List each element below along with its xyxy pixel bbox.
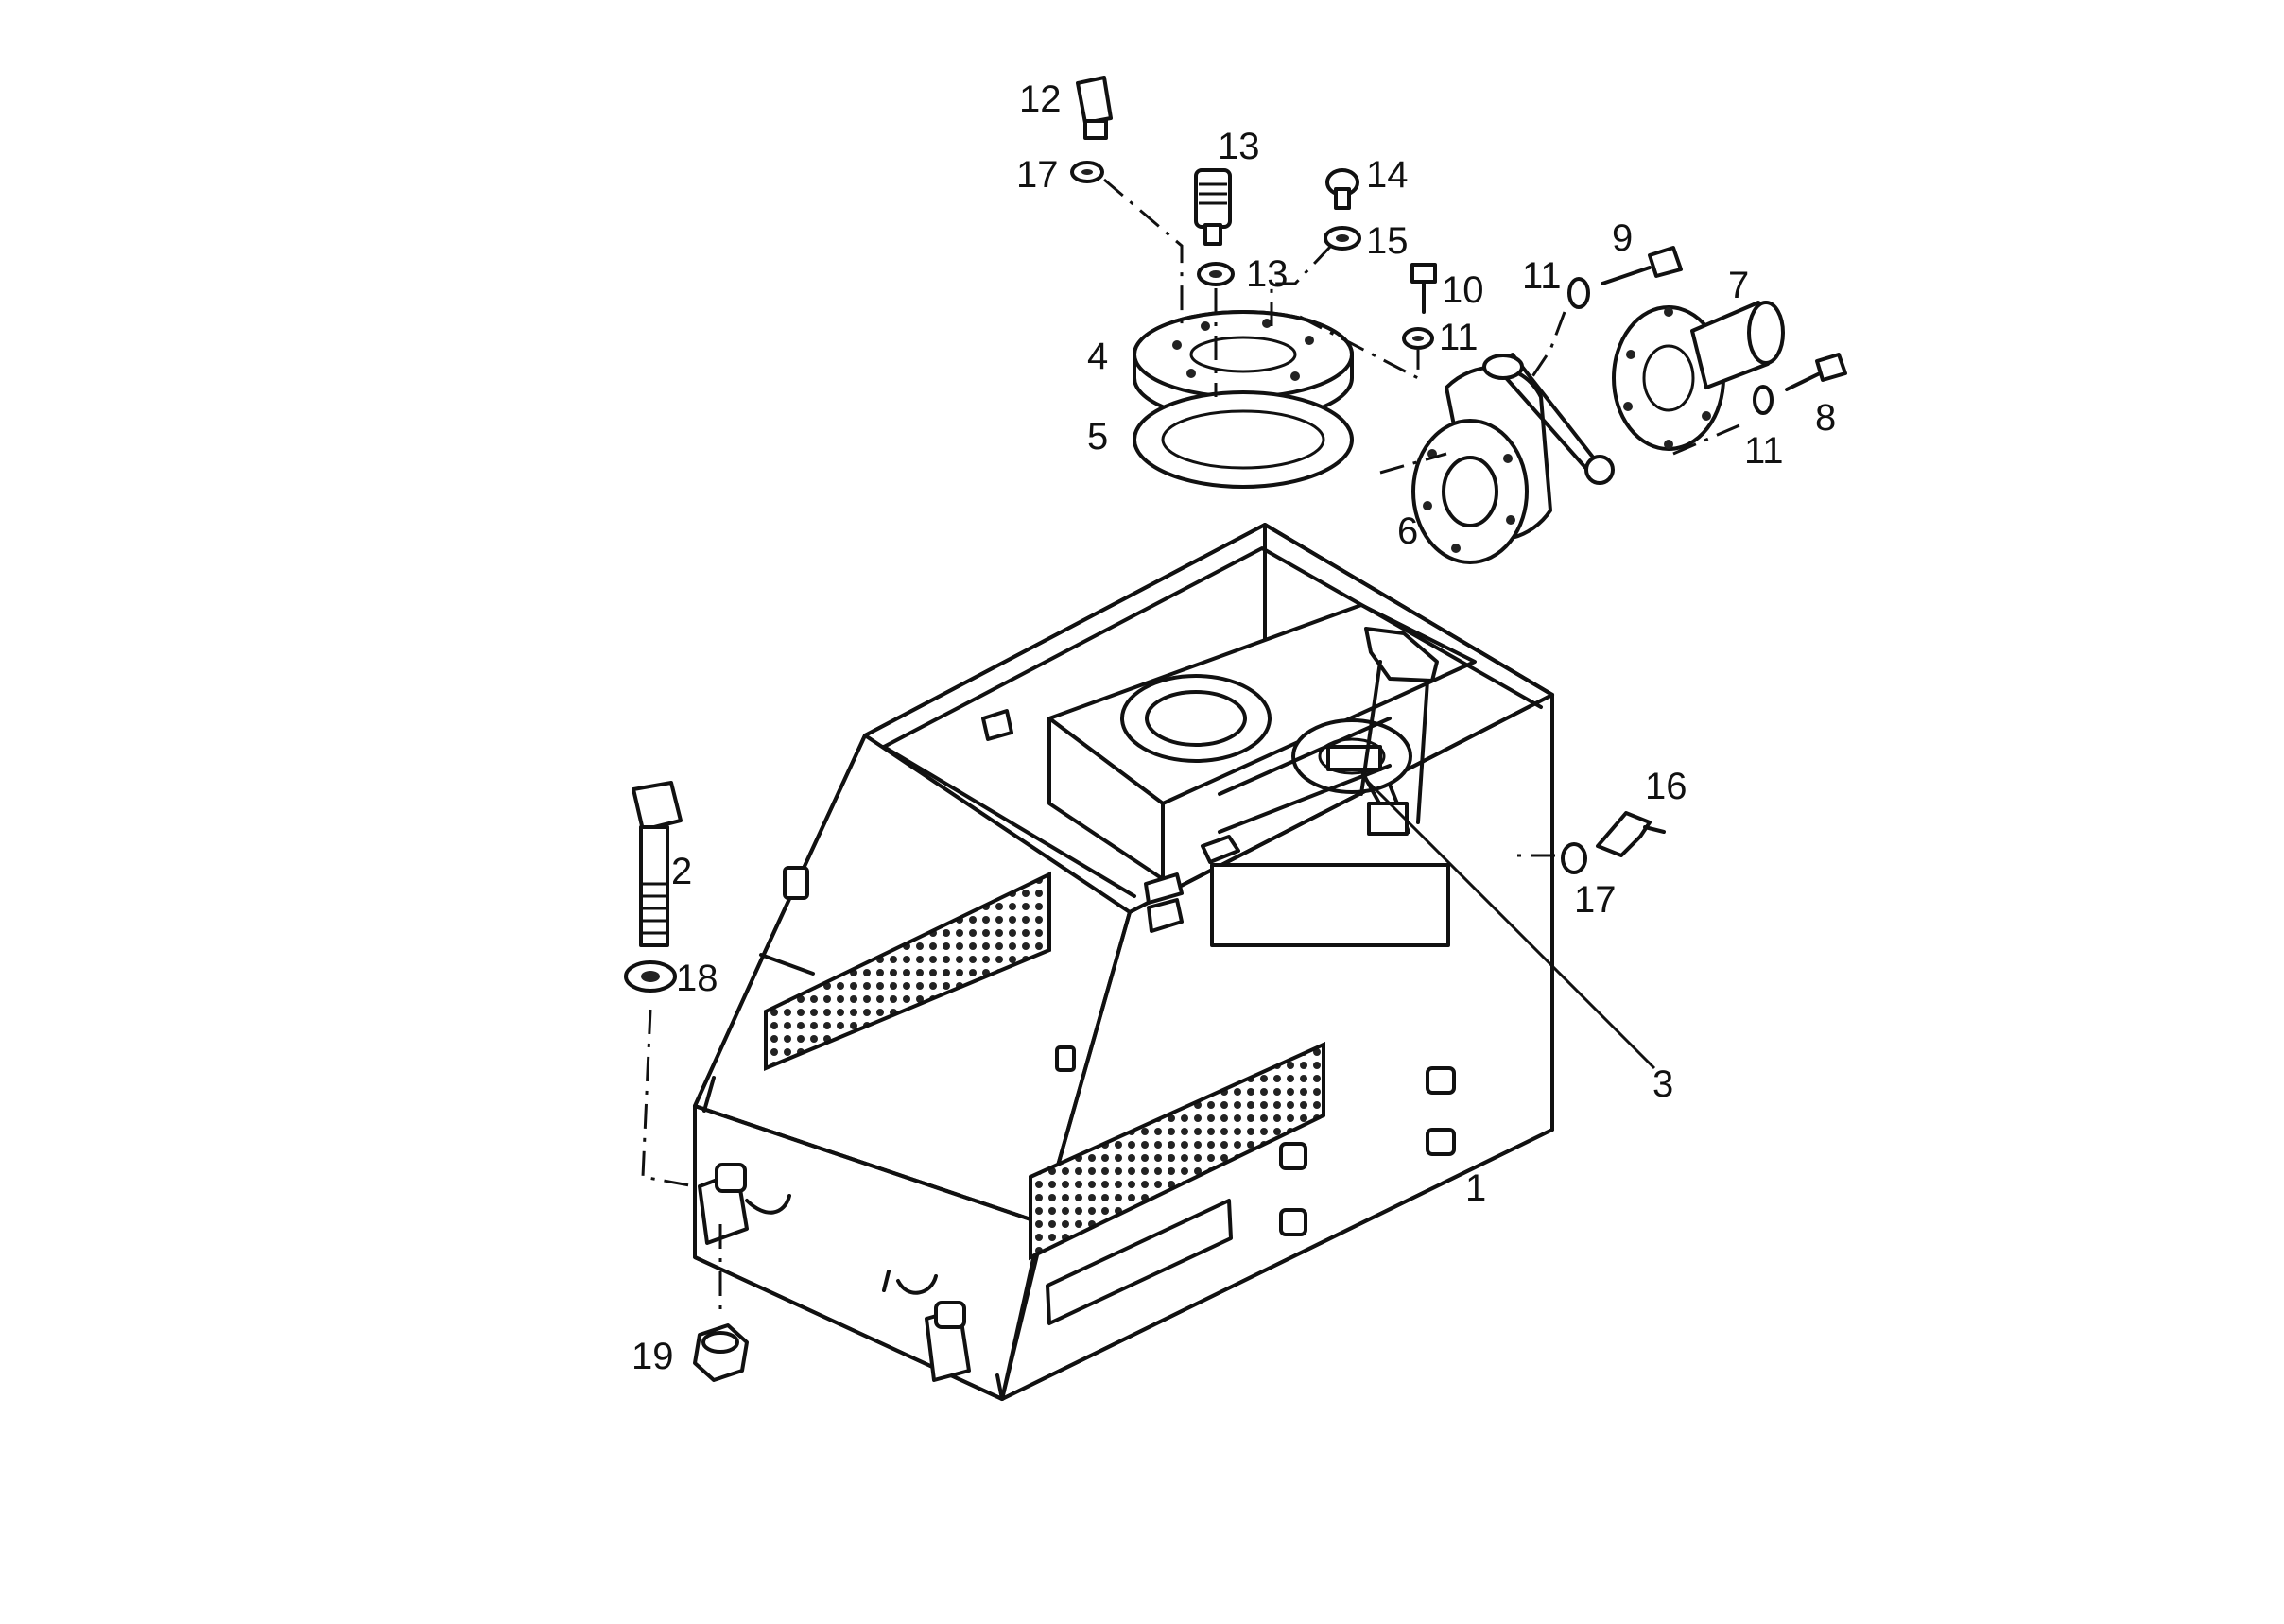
nut-19 [693,1323,749,1382]
flange-adapter-7 [1612,301,1785,451]
callout-7: 7 [1728,265,1749,306]
plug-14 [1325,168,1359,210]
callout-17-b: 17 [1574,879,1617,921]
callout-1: 1 [1465,1167,1486,1209]
callout-12: 12 [1019,78,1062,120]
callout-11-b: 11 [1522,255,1562,297]
bolt-8 [1785,353,1847,391]
callout-11-a: 11 [1439,317,1479,358]
washer-11-a [1402,327,1434,350]
callout-9: 9 [1612,217,1633,259]
washer-11-b [1567,277,1590,309]
callout-11-c: 11 [1744,430,1784,472]
washer-15 [1324,226,1361,251]
fitting-16 [1596,811,1666,857]
gasket-5 [1133,390,1354,489]
fitting-13 [1194,168,1232,246]
housing-frame [693,523,1554,1401]
washer-11-c [1753,385,1774,415]
callout-17-a: 17 [1016,154,1059,196]
bolt-10 [1410,263,1437,314]
bolt-2 [632,781,683,947]
callout-18: 18 [676,958,718,999]
callout-2: 2 [671,851,692,892]
callout-3: 3 [1652,1063,1673,1105]
callout-19: 19 [632,1336,674,1377]
leader-lines [641,178,1740,1314]
callout-13-a: 13 [1218,126,1260,167]
washer-17-top [1070,161,1104,183]
callout-10: 10 [1442,269,1484,311]
callout-16: 16 [1645,766,1687,807]
callout-4: 4 [1087,336,1108,377]
callout-13-b: 13 [1246,253,1289,295]
bolt-9 [1601,246,1683,285]
callout-8: 8 [1815,397,1836,439]
callout-15: 15 [1366,220,1409,262]
washer-13 [1197,262,1235,286]
washer-18 [624,960,677,993]
callout-labels: 1 2 3 4 5 6 7 8 9 10 11 11 11 12 13 13 1… [632,78,1836,1377]
washer-17-side [1561,842,1587,874]
plug-12 [1076,76,1113,140]
valve-body-6 [1411,353,1615,564]
callout-5: 5 [1087,416,1108,458]
callout-14: 14 [1366,154,1409,196]
callout-6: 6 [1397,510,1418,552]
flange-4 [1133,310,1354,423]
